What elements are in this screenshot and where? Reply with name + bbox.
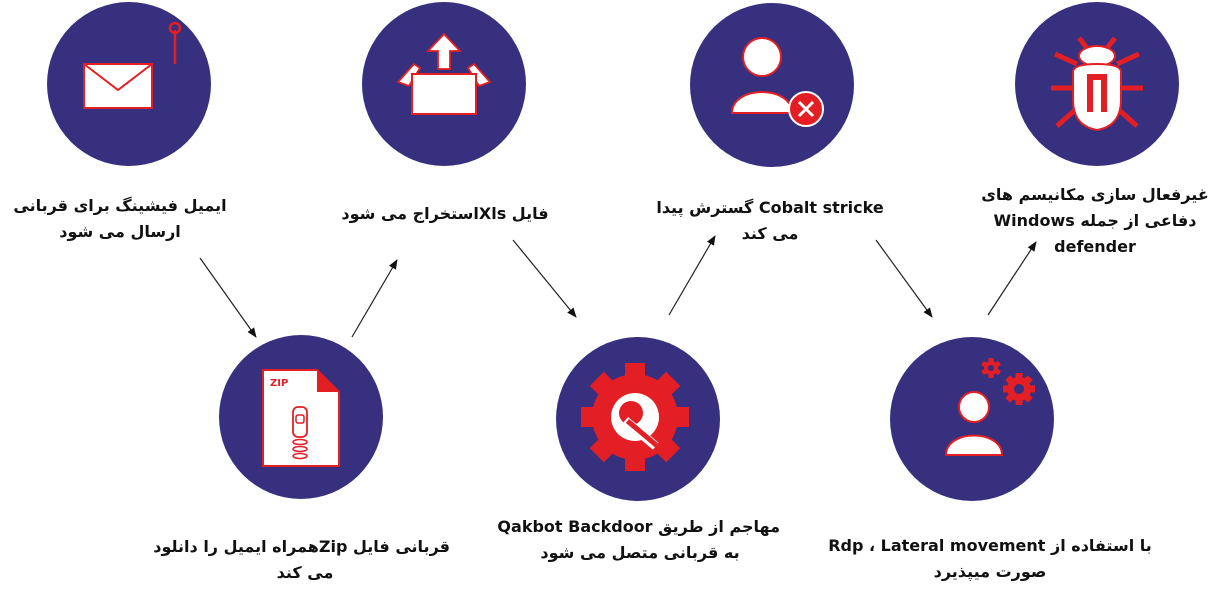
step-5-label: Cobalt stricke گسترش پیدا می کند <box>640 195 900 247</box>
step-6-line-2: صورت میپذیرد <box>933 562 1047 581</box>
step-7-circle <box>1015 2 1179 166</box>
step-1-label: ایمیل فیشینگ برای قربانی ارسال می شود <box>10 193 230 245</box>
arrow-3-to-4 <box>512 239 577 318</box>
arrow-2-to-3 <box>351 259 398 338</box>
step-6-label: با استفاده از Rdp ، Lateral movement صور… <box>820 533 1160 585</box>
step-4-line-1: مهاجم از طریق Qakbot Backdoor <box>497 517 780 536</box>
step-4-label: مهاجم از طریق Qakbot Backdoor به قربانی … <box>497 514 780 566</box>
step-2-line-2: می کند <box>276 563 334 582</box>
user-blocked-icon <box>730 37 824 127</box>
step-2-label: قربانی فایل Zipهمراه ایمیل را دانلود می … <box>153 534 450 586</box>
extract-box-icon <box>396 32 492 115</box>
step-4-line-2: به قربانی متصل می شود <box>540 543 740 562</box>
step-5-circle <box>690 3 854 167</box>
step-5-line-2: می کند <box>741 224 799 243</box>
step-7-line-2: دفاعی از جمله Windows <box>993 211 1197 230</box>
step-2-circle: ZIP <box>219 335 383 499</box>
svg-text:ZIP: ZIP <box>270 378 288 389</box>
step-7-line-1: غیرفعال سازی مکانیسم های <box>981 185 1209 204</box>
step-1-line-2: ارسال می شود <box>59 222 181 241</box>
step-4-circle <box>556 337 720 501</box>
step-7-line-3: defender <box>1054 237 1136 256</box>
step-3-line-1: فایل Xlsاستخراج می شود <box>341 204 549 223</box>
bug-icon <box>1051 36 1143 132</box>
user-gears-icon <box>944 358 1035 456</box>
step-6-circle <box>890 337 1054 501</box>
arrow-6-to-7 <box>987 241 1037 316</box>
zip-file-icon: ZIP <box>262 369 340 467</box>
step-2-line-1: قربانی فایل Zipهمراه ایمیل را دانلود <box>153 537 450 556</box>
arrow-4-to-5 <box>668 235 716 316</box>
arrow-5-to-6 <box>875 239 933 318</box>
step-5-line-1: Cobalt stricke گسترش پیدا <box>656 198 884 217</box>
step-7-label: غیرفعال سازی مکانیسم های دفاعی از جمله W… <box>975 182 1215 260</box>
step-1-circle <box>47 2 211 166</box>
step-3-label: فایل Xlsاستخراج می شود <box>330 201 560 227</box>
arrow-1-to-2 <box>199 257 257 338</box>
step-1-line-1: ایمیل فیشینگ برای قربانی <box>13 196 227 215</box>
step-3-circle <box>362 2 526 166</box>
gear-wrench-icon <box>581 363 689 471</box>
email-icon <box>83 21 182 109</box>
step-6-line-1: با استفاده از Rdp ، Lateral movement <box>828 536 1152 555</box>
